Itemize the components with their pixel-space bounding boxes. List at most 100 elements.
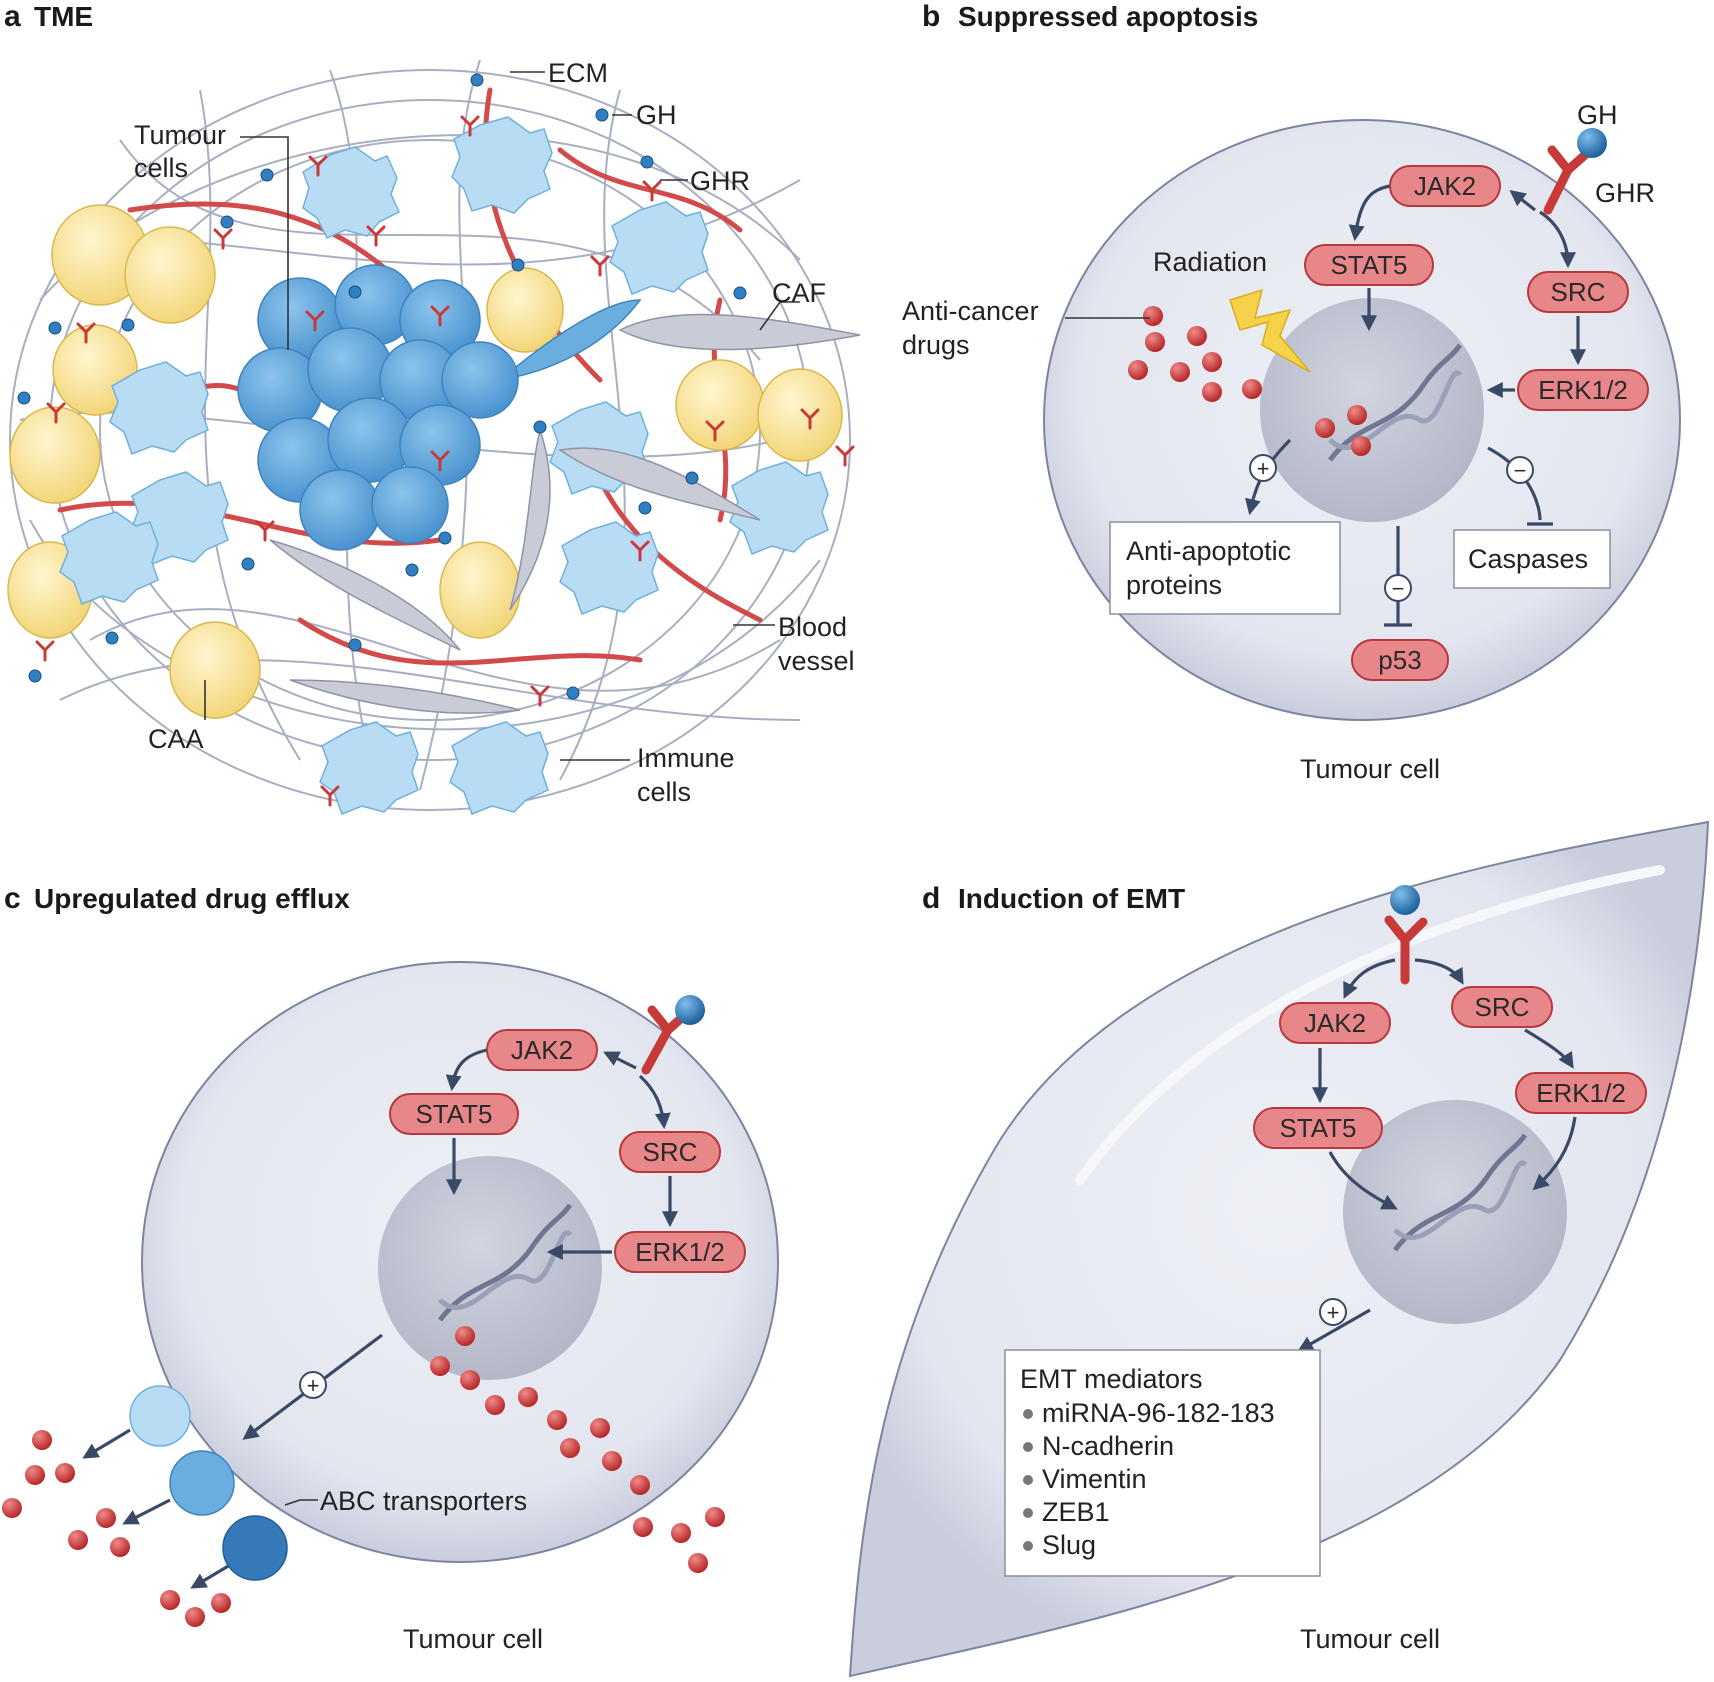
sign-plus-c-text: +: [307, 1373, 320, 1398]
drug-molecules-c: [2, 1326, 725, 1627]
pill-p53-b: p53: [1351, 639, 1449, 681]
box-anti-apoptotic: Anti-apoptotic proteins: [1109, 521, 1341, 615]
panel-d-title: Induction of EMT: [958, 883, 1185, 914]
pill-src-c: SRC: [619, 1131, 721, 1173]
nucleus-b: [1260, 298, 1484, 522]
nucleus-c: [378, 1156, 602, 1380]
sign-plus-b: +: [1249, 454, 1277, 482]
ghr-receptor-b: [1543, 128, 1607, 215]
pill-erk-c: ERK1/2: [614, 1231, 746, 1273]
label-anti-cancer-2: drugs: [902, 330, 970, 360]
panel-a-letter: a: [4, 0, 21, 33]
label-tumour-cells-1: Tumour: [134, 120, 226, 150]
sign-minus-b2: −: [1506, 456, 1534, 484]
gh-molecules: [17, 73, 747, 700]
label-tumour-cell-b: Tumour cell: [1300, 754, 1440, 784]
pill-jak2-c: JAK2: [486, 1029, 598, 1071]
anti-apoptotic-line-2: proteins: [1126, 570, 1222, 600]
pill-jak2-c-label: JAK2: [511, 1035, 573, 1065]
label-blood-vessel-1: Blood: [778, 612, 847, 642]
label-radiation: Radiation: [1153, 247, 1267, 277]
label-blood-vessel-2: vessel: [778, 646, 855, 676]
abc-transporters: [129, 1385, 288, 1581]
label-immune-cells-1: Immune: [637, 743, 735, 773]
pill-erk-d: ERK1/2: [1515, 1072, 1647, 1114]
gh-ball-c: [675, 995, 705, 1025]
label-tumour-cells-2: cells: [134, 153, 188, 183]
emt-item: Slug: [1042, 1530, 1096, 1560]
emt-item: Vimentin: [1042, 1464, 1147, 1494]
drug-molecules-b: [1128, 306, 1371, 456]
label-ghr-b: GHR: [1595, 178, 1655, 208]
arrows-d: [1297, 958, 1577, 1352]
label-anti-cancer-1: Anti-cancer: [902, 296, 1039, 326]
pill-stat5-c: STAT5: [389, 1093, 519, 1135]
sign-minus-b1: −: [1384, 574, 1412, 602]
gh-ball-b: [1577, 128, 1607, 158]
panel-c: c Upregulated drug efflux JAK2 STAT5 SRC…: [2, 882, 779, 1654]
panel-b-title: Suppressed apoptosis: [958, 1, 1258, 32]
label-gh: GH: [636, 100, 677, 130]
caf-cells: [269, 299, 861, 714]
panel-a: a TME: [4, 0, 861, 815]
pill-jak2-b: JAK2: [1389, 165, 1501, 207]
pill-stat5-d-label: STAT5: [1279, 1113, 1356, 1143]
pill-stat5-c-label: STAT5: [415, 1099, 492, 1129]
cell-highlight-d: [1075, 865, 1665, 1185]
pill-jak2-b-label: JAK2: [1414, 171, 1476, 201]
pill-stat5-b: STAT5: [1304, 244, 1434, 286]
dna-icon-d: [1393, 1133, 1528, 1252]
label-gh-b: GH: [1577, 100, 1618, 130]
panel-c-letter: c: [4, 882, 21, 915]
panel-d-letter: d: [922, 882, 940, 915]
pill-stat5-d: STAT5: [1253, 1107, 1383, 1149]
pill-jak2-d-label: JAK2: [1304, 1008, 1366, 1038]
sign-plus-b-text: +: [1257, 456, 1270, 481]
leader-abc: [284, 1499, 318, 1506]
dna-icon-c: [438, 1203, 573, 1322]
ghr-receptors: [35, 115, 855, 807]
panel-b: b Suppressed apoptosis JAK2 STAT5 SRC: [902, 0, 1681, 784]
emt-item: ZEB1: [1042, 1497, 1110, 1527]
emt-header: EMT mediators: [1020, 1364, 1203, 1394]
pill-src-b-label: SRC: [1551, 277, 1606, 307]
label-tumour-cell-c: Tumour cell: [403, 1624, 543, 1654]
box-emt-mediators: EMT mediators miRNA-96-182-183 N-cadheri…: [1004, 1349, 1321, 1577]
pill-jak2-d: JAK2: [1279, 1002, 1391, 1044]
pill-erk-b: ERK1/2: [1517, 369, 1649, 411]
panel-b-letter: b: [922, 0, 940, 33]
label-ecm: ECM: [548, 58, 608, 88]
pill-src-d-label: SRC: [1475, 992, 1530, 1022]
pill-src-b: SRC: [1527, 271, 1629, 313]
label-tumour-cell-d: Tumour cell: [1300, 1624, 1440, 1654]
anti-apoptotic-line-1: Anti-apoptotic: [1126, 536, 1291, 566]
sign-minus-b1-text: −: [1392, 576, 1405, 601]
ghr-receptor-d: [1384, 885, 1428, 985]
sign-plus-d: +: [1319, 1298, 1347, 1326]
pill-erk-d-label: ERK1/2: [1536, 1078, 1626, 1108]
panel-c-title: Upregulated drug efflux: [34, 883, 350, 914]
pill-stat5-b-label: STAT5: [1330, 250, 1407, 280]
label-immune-cells-2: cells: [637, 777, 691, 807]
emt-item: miRNA-96-182-183: [1042, 1398, 1275, 1428]
pill-src-d: SRC: [1451, 986, 1553, 1028]
panel-a-title: TME: [34, 1, 93, 32]
panel-a-leaders: [204, 71, 800, 761]
caspases-label: Caspases: [1468, 544, 1588, 574]
label-abc: ABC transporters: [320, 1486, 527, 1516]
pill-erk-b-label: ERK1/2: [1538, 375, 1628, 405]
sign-minus-b2-text: −: [1514, 458, 1527, 483]
pill-p53-b-label: p53: [1378, 645, 1421, 675]
tumour-cell-cluster: [237, 264, 519, 551]
gh-ball-d: [1390, 885, 1420, 915]
lightning-icon: [1229, 288, 1311, 373]
box-caspases: Caspases: [1453, 529, 1611, 589]
sign-plus-c: +: [299, 1371, 327, 1399]
pill-erk-c-label: ERK1/2: [635, 1237, 725, 1267]
pill-src-c-label: SRC: [643, 1137, 698, 1167]
label-ghr: GHR: [690, 166, 750, 196]
ghr-receptor-c: [641, 995, 705, 1075]
panel-d: d Induction of EMT JAK2 SRC STAT5 ERK1/2: [848, 820, 1710, 1678]
emt-item: N-cadherin: [1042, 1431, 1174, 1461]
